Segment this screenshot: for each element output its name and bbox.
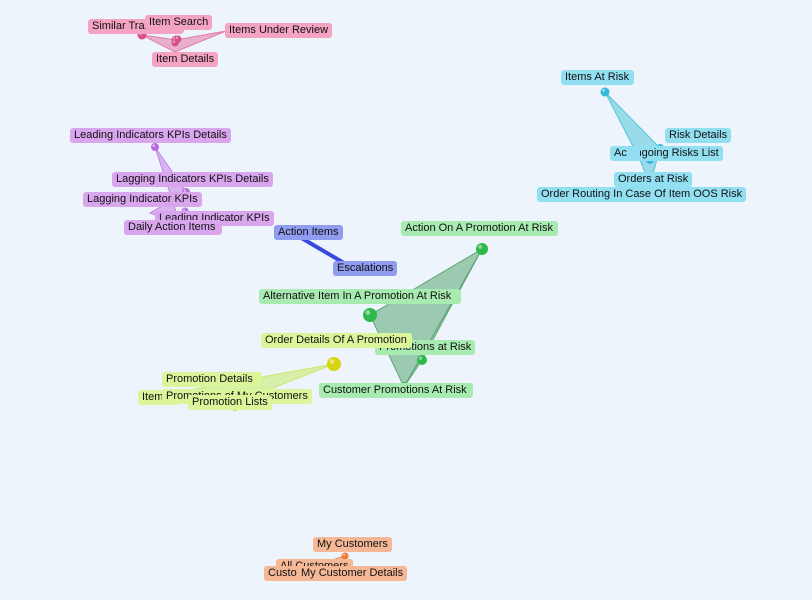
node-item-details[interactable]	[171, 39, 179, 47]
node-label-daily-action-items[interactable]: Daily Action Items	[124, 220, 222, 235]
node-highlight	[478, 244, 483, 249]
node-label-action-on-a-promotion-at-risk[interactable]: Action On A Promotion At Risk	[401, 221, 558, 236]
node-label-item-search[interactable]: Item Search	[145, 15, 213, 30]
node-label-lagging-indicator-kpis[interactable]: Lagging Indicator KPIs	[83, 192, 202, 207]
node-order-details-of-a-promotion[interactable]	[327, 357, 341, 371]
node-label-promotion-lists[interactable]: Promotion Lists	[188, 395, 272, 410]
node-highlight	[182, 208, 186, 211]
node-label-orders-at-risk[interactable]: Orders at Risk	[614, 172, 693, 187]
node-label-item-details[interactable]: Item Details	[152, 52, 219, 67]
node-label-action-items[interactable]: Action Items	[274, 225, 343, 240]
node-alternative-item-in-a-promotion-at-risk[interactable]	[363, 308, 377, 322]
node-items-at-risk[interactable]	[600, 87, 610, 97]
node-label-lagging-indicators-kpis-details[interactable]: Lagging Indicators KPIs Details	[112, 172, 273, 187]
node-highlight	[418, 356, 423, 360]
node-label-leading-indicators-kpis-details[interactable]: Leading Indicators KPIs Details	[70, 128, 231, 143]
node-highlight	[175, 36, 179, 40]
node-highlight	[152, 144, 156, 148]
node-highlight	[602, 88, 606, 93]
node-label-order-details-of-a-promotion[interactable]: Order Details Of A Promotion	[261, 333, 412, 348]
item-research-cluster-hull	[141, 30, 227, 53]
node-promotions-at-risk[interactable]	[417, 355, 427, 365]
node-label-items-at-risk[interactable]: Items At Risk	[561, 70, 634, 85]
node-label-alternative-item-in-a-promotion-at-risk[interactable]: Alternative Item In A Promotion At Risk	[259, 289, 461, 304]
node-label-customer-promotions-at-risk[interactable]: Customer Promotions At Risk	[319, 383, 473, 398]
node-highlight	[183, 189, 187, 193]
node-leading-indicators-kpis-details[interactable]	[151, 143, 159, 151]
node-label-items-under-review[interactable]: Items Under Review	[225, 23, 333, 38]
node-action-on-a-promotion-at-risk[interactable]	[476, 243, 488, 255]
node-label-risk-details[interactable]: Risk Details	[665, 128, 732, 143]
node-label-ongoing-risks-list[interactable]: Ongoing Risks List	[623, 146, 723, 161]
node-label-promotion-details[interactable]: Promotion Details	[162, 372, 262, 387]
node-highlight	[329, 359, 335, 364]
node-label-order-routing-in-case-of-item-oos-risk[interactable]: Order Routing In Case Of Item OOS Risk	[537, 187, 747, 202]
node-highlight	[342, 553, 346, 557]
node-my-customers[interactable]	[341, 552, 349, 560]
node-label-my-customer-details[interactable]: My Customer Details	[297, 566, 408, 581]
node-label-my-customers[interactable]: My Customers	[313, 537, 392, 552]
node-label-ac[interactable]: Ac	[610, 146, 640, 161]
node-highlight	[365, 310, 371, 315]
node-label-escalations[interactable]: Escalations	[333, 261, 398, 276]
node-highlight	[172, 40, 176, 44]
